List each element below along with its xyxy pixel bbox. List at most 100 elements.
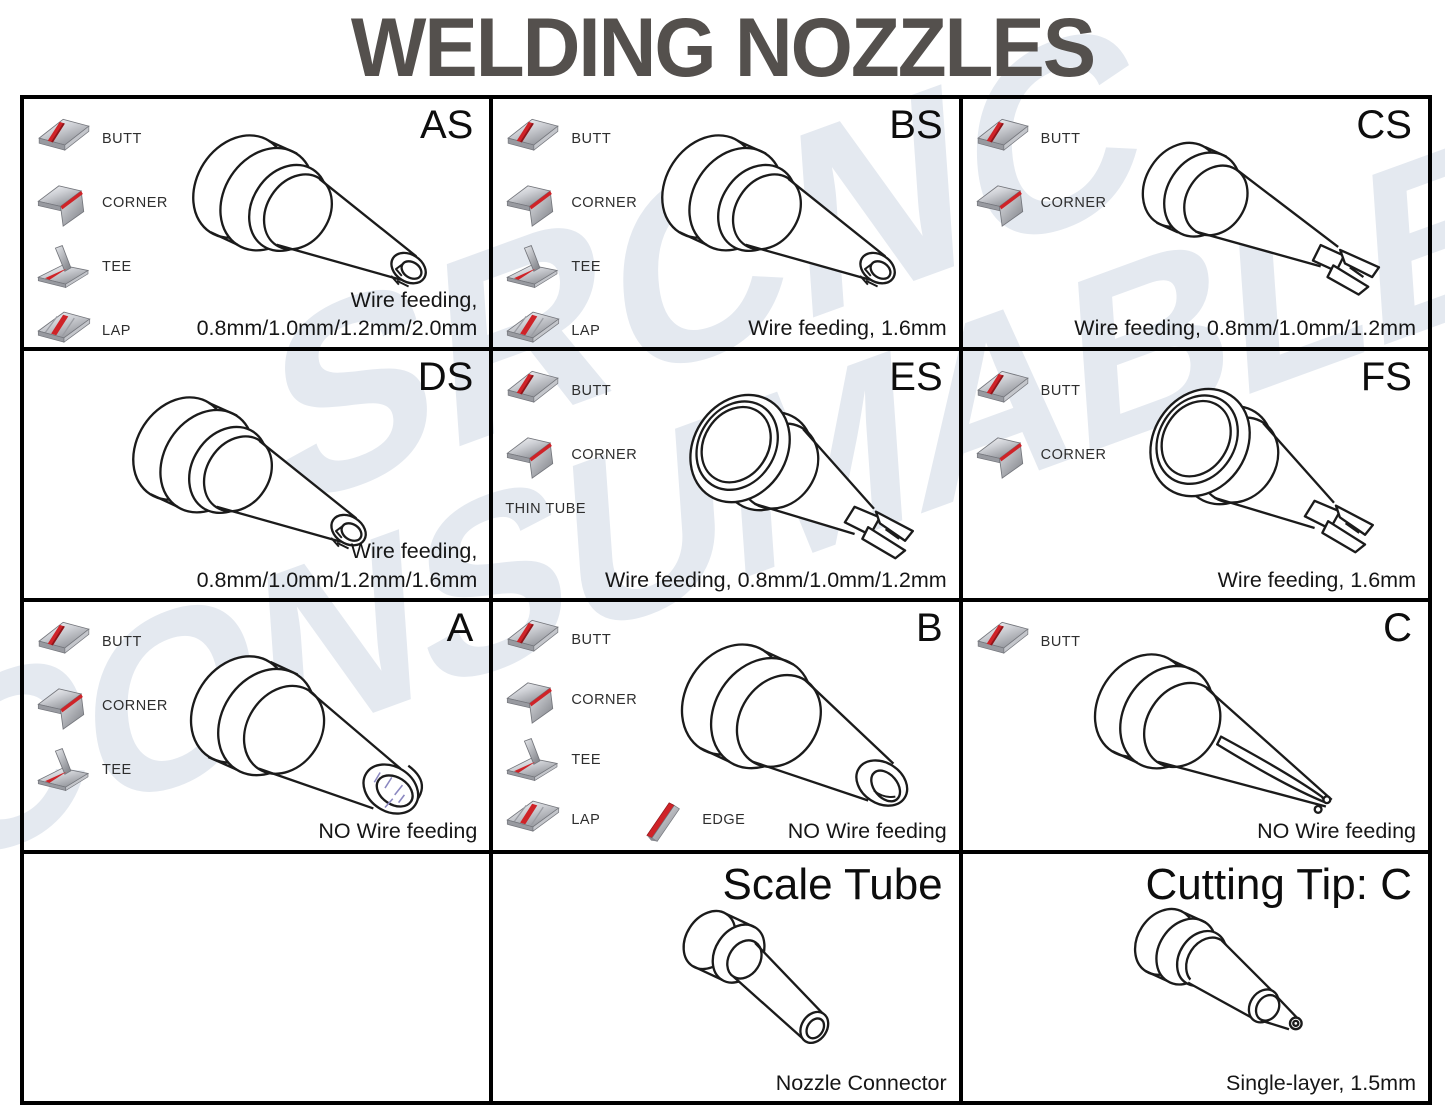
joint-row: BUTT (975, 610, 1081, 674)
joint-list: BUTT CORNER THIN TUBE (505, 359, 637, 531)
joint-row: CORNER (505, 670, 745, 730)
joint-row: CORNER (975, 171, 1107, 235)
joint-list: BUTT CORNER (975, 107, 1107, 235)
joint-row: THIN TUBE (505, 487, 637, 531)
joint-label: BUTT (102, 634, 142, 650)
joint-row: TEE (36, 738, 168, 802)
joint-row: BUTT (505, 359, 637, 423)
corner-joint-icon (976, 185, 1023, 227)
nozzle-code: B (915, 606, 943, 650)
joint-row: CORNER (505, 423, 637, 487)
joint-list: BUTT CORNER TEE LAP (36, 107, 168, 363)
joint-row: LAP (505, 299, 637, 363)
joint-row: CORNER (975, 423, 1107, 487)
joint-row: LAP (36, 299, 168, 363)
wire-feeding-spec: Wire feeding, 0.8mm/1.0mm/1.2mm (1074, 316, 1416, 341)
butt-joint-icon (508, 370, 559, 403)
joint-row: BUTT (36, 610, 168, 674)
joint-row: BUTT (975, 359, 1107, 423)
cell-cs: CS BUTT CORNER Wire feeding, 0.8mm/1.0mm… (960, 97, 1430, 349)
joint-label: TEE (102, 259, 132, 275)
wire-feeding-spec: Wire feeding, 0.8mm/1.0mm/1.2mm/1.6mm (196, 539, 478, 592)
tee-joint-icon (37, 748, 89, 791)
joint-label: BUTT (571, 382, 612, 399)
joint-label: EDGE (702, 812, 746, 828)
joint-label: CORNER (571, 692, 638, 708)
joint-list: BUTT CORNER TEE (36, 610, 168, 802)
cell-a: A BUTT CORNER TEE NO Wire feeding (22, 600, 492, 852)
joint-label: LAP (571, 323, 601, 339)
wire-feeding-spec: NO Wire feeding (787, 819, 947, 844)
joint-label: CORNER (102, 698, 168, 714)
cell-b: B BUTT CORNER TEE LAP EDGE (491, 600, 961, 852)
lap-joint-icon (506, 311, 560, 343)
wire-feeding-spec: Wire feeding, 1.6mm (748, 316, 947, 341)
part-title: Cutting Tip: C (1145, 859, 1412, 909)
wire-feeding-spec: Wire feeding, 0.8mm/1.0mm/1.2mm (604, 567, 947, 592)
cell-ds: DS Wire feeding, 0.8mm/1.0mm/1.2mm/1.6mm (22, 348, 492, 600)
joint-label: CORNER (1040, 195, 1107, 211)
edge-joint-icon (646, 802, 681, 842)
part-subtitle: Single-layer, 1.5mm (1226, 1070, 1416, 1095)
butt-joint-icon (508, 619, 559, 652)
joint-row: TEE (36, 235, 168, 299)
joint-label: THIN TUBE (505, 500, 587, 517)
nozzle-code: ES (889, 354, 943, 399)
empty-cell (22, 851, 492, 1103)
joint-label: TEE (571, 259, 602, 275)
tee-joint-icon (507, 245, 558, 289)
joint-label: BUTT (102, 131, 142, 147)
joint-label: LAP (102, 323, 131, 339)
joint-row: BUTT (505, 107, 637, 171)
joint-row: LAP EDGE (505, 790, 745, 850)
joint-row: CORNER (36, 674, 168, 738)
cell-scale-tube: Scale Tube Nozzle Connector (491, 851, 961, 1103)
wire-feeding-spec: Wire feeding, 0.8mm/1.0mm/1.2mm/2.0mm (196, 287, 478, 341)
joint-label: LAP (571, 812, 601, 828)
nozzle-code: AS (419, 103, 474, 147)
joint-row: TEE (505, 235, 637, 299)
part-subtitle: Nozzle Connector (775, 1070, 947, 1095)
nozzle-code: DS (417, 354, 474, 399)
joint-label: BUTT (1040, 382, 1081, 399)
joint-label: BUTT (571, 131, 612, 147)
butt-joint-icon (38, 621, 90, 654)
edge-joint-group: EDGE (636, 796, 745, 844)
cell-bs: BS BUTT CORNER TEE LAP Wire feeding, 1.6… (491, 97, 961, 349)
tee-joint-icon (37, 245, 89, 289)
butt-joint-icon (977, 621, 1028, 654)
nozzle-code: BS (889, 103, 943, 147)
wire-feeding-spec: Wire feeding, 1.6mm (1217, 567, 1416, 592)
butt-joint-icon (977, 118, 1028, 151)
corner-joint-icon (507, 185, 554, 227)
joint-label: BUTT (1040, 634, 1081, 650)
corner-joint-icon (37, 688, 85, 730)
cell-c: C BUTT NO Wire feeding (960, 600, 1430, 852)
page-title: WELDING NOZZLES (350, 1, 1096, 94)
butt-joint-icon (977, 370, 1028, 403)
joint-label: BUTT (571, 632, 612, 648)
joint-list: BUTT CORNER TEE LAP EDGE (505, 610, 745, 850)
joint-label: CORNER (1040, 446, 1107, 463)
lap-joint-icon (37, 311, 91, 343)
joint-label: TEE (571, 752, 602, 768)
butt-joint-icon (38, 118, 90, 151)
nozzle-code: CS (1356, 103, 1412, 147)
wire-feeding-spec: NO Wire feeding (1257, 819, 1416, 844)
joint-list: BUTT CORNER TEE LAP (505, 107, 637, 363)
joint-row: BUTT (36, 107, 168, 171)
es-nozzle-illustration (669, 374, 915, 559)
cell-es: ES BUTT CORNER THIN TUBE Wire feeding, 0… (491, 348, 961, 600)
joint-row: TEE (505, 730, 745, 790)
corner-joint-icon (507, 682, 554, 724)
joint-label: CORNER (571, 195, 638, 211)
joint-row: CORNER (505, 171, 637, 235)
tee-joint-icon (507, 738, 558, 781)
lap-joint-icon (506, 800, 560, 832)
cell-fs: FS BUTT CORNER Wire feeding, 1.6mm (960, 348, 1430, 600)
joint-label: CORNER (571, 446, 638, 463)
joint-row: BUTT (505, 610, 745, 670)
part-title: Scale Tube (722, 859, 943, 909)
joint-row: BUTT (975, 107, 1107, 171)
joint-list: BUTT (975, 610, 1081, 674)
